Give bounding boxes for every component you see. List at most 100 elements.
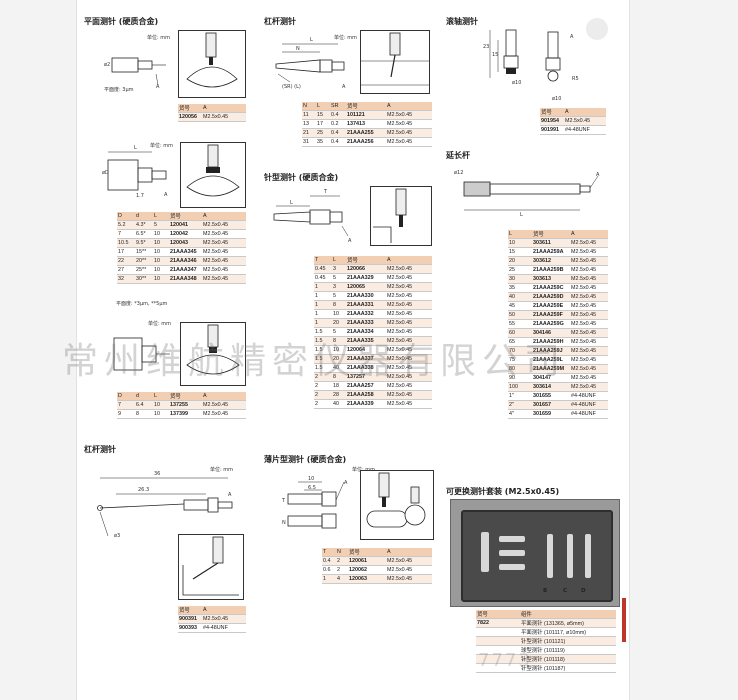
table-cell: 1 — [314, 300, 332, 310]
lever-probe-2-illustration — [178, 534, 244, 600]
dim-label: A — [570, 34, 574, 40]
table-cell: M2.5x0.45 — [386, 556, 432, 566]
table-cell: 8 — [332, 336, 346, 346]
table-cell: M2.5x0.45 — [386, 318, 432, 328]
table-cell: 32 — [117, 274, 135, 284]
table-cell: M2.5x0.45 — [202, 247, 246, 257]
dim-label: A — [164, 192, 168, 198]
table-cell: M2.5x0.45 — [386, 110, 432, 120]
dim-label: A — [342, 84, 346, 90]
browser-action-icon[interactable] — [586, 18, 608, 40]
table-cell: 球型测针 (101119) — [520, 645, 616, 655]
table-cell: 1.5 — [314, 354, 332, 364]
table-cell: 3 — [332, 264, 346, 274]
kit-slot — [547, 534, 553, 578]
table-cell: 304146 — [532, 328, 570, 338]
flat-probe-small-illustration — [180, 322, 246, 386]
table-cell: M2.5x0.45 — [570, 238, 608, 248]
table-row: 4"301659#4-48UNF — [508, 409, 608, 419]
dim-label: R5 — [572, 76, 579, 82]
table-cell: 8 — [332, 372, 346, 382]
table-cell: 3 — [332, 282, 346, 292]
table-cell: 1 — [322, 574, 336, 584]
table-cell: M2.5x0.45 — [202, 256, 246, 266]
table-cell: 18 — [332, 381, 346, 391]
table-cell: 20** — [135, 256, 153, 266]
lever-probe-2-drawing — [97, 477, 233, 537]
dim-label: 6.5 — [308, 485, 316, 491]
table-cell: 0.4 — [322, 556, 336, 566]
kit-slot — [481, 532, 489, 572]
table-cell: 1 — [314, 318, 332, 328]
table-cell: M2.5x0.45 — [202, 274, 246, 284]
table-cell: 120064 — [346, 345, 386, 355]
table-cell: 10 — [153, 256, 169, 266]
table-cell: 21AAA331 — [346, 300, 386, 310]
table-cell: 100 — [508, 382, 532, 392]
table-cell: 120065 — [346, 282, 386, 292]
table-cell: 1 — [314, 291, 332, 301]
table-cell: 303611 — [532, 238, 570, 248]
table-cell: 5.2 — [117, 220, 135, 230]
table-cell: 21AAA255 — [346, 128, 386, 138]
table-cell: 0.45 — [314, 273, 332, 283]
table-cell: M2.5x0.45 — [570, 328, 608, 338]
flat-probe-illustration — [178, 30, 246, 98]
table-cell: M2.5x0.45 — [386, 565, 432, 575]
table-cell: 21AAA346 — [169, 256, 202, 266]
unit-label: 单位: mm — [148, 321, 172, 327]
page-edge-marker — [622, 598, 626, 642]
table-cell: M2.5x0.45 — [570, 355, 608, 365]
table-cell: M2.5x0.45 — [570, 301, 608, 311]
table-cell: M2.5x0.45 — [386, 363, 432, 373]
table-cell: 1.5 — [314, 363, 332, 373]
table-cell: 25 — [316, 128, 330, 138]
table-cell: 20 — [332, 318, 346, 328]
table-cell: 50 — [508, 310, 532, 320]
table-header: 组件 — [520, 610, 616, 619]
table-cell: 27 — [117, 265, 135, 275]
table-row: 901991#4-48UNF — [540, 125, 606, 135]
table-header: D — [117, 392, 135, 401]
flatness-note: 平面度: 3μm — [104, 87, 134, 93]
table-cell: 31 — [302, 137, 316, 147]
roller-probe-drawing — [489, 29, 561, 82]
table-cell: M2.5x0.45 — [570, 247, 608, 257]
table-cell: M2.5x0.45 — [202, 112, 246, 122]
table-cell: M2.5x0.45 — [386, 264, 432, 274]
table-cell: 120063 — [348, 574, 386, 584]
table-cell: M2.5x0.45 — [570, 274, 608, 284]
table-cell: 2 — [336, 565, 348, 575]
dim-label: T — [324, 189, 328, 195]
table-cell: 10 — [332, 309, 346, 319]
table-cell: 10 — [153, 274, 169, 284]
table-cell: 10.5 — [117, 238, 135, 248]
dim-label: L — [134, 145, 137, 151]
table-cell: 17 — [316, 119, 330, 129]
section-title-flat: 平面测针 (硬质合金) — [84, 17, 159, 26]
table-cell: 针型测针 (101121) — [520, 636, 616, 646]
table-cell: M2.5x0.45 — [570, 283, 608, 293]
table-row: 900393#4-48UNF — [178, 623, 246, 633]
table-cell: 5 — [332, 273, 346, 283]
